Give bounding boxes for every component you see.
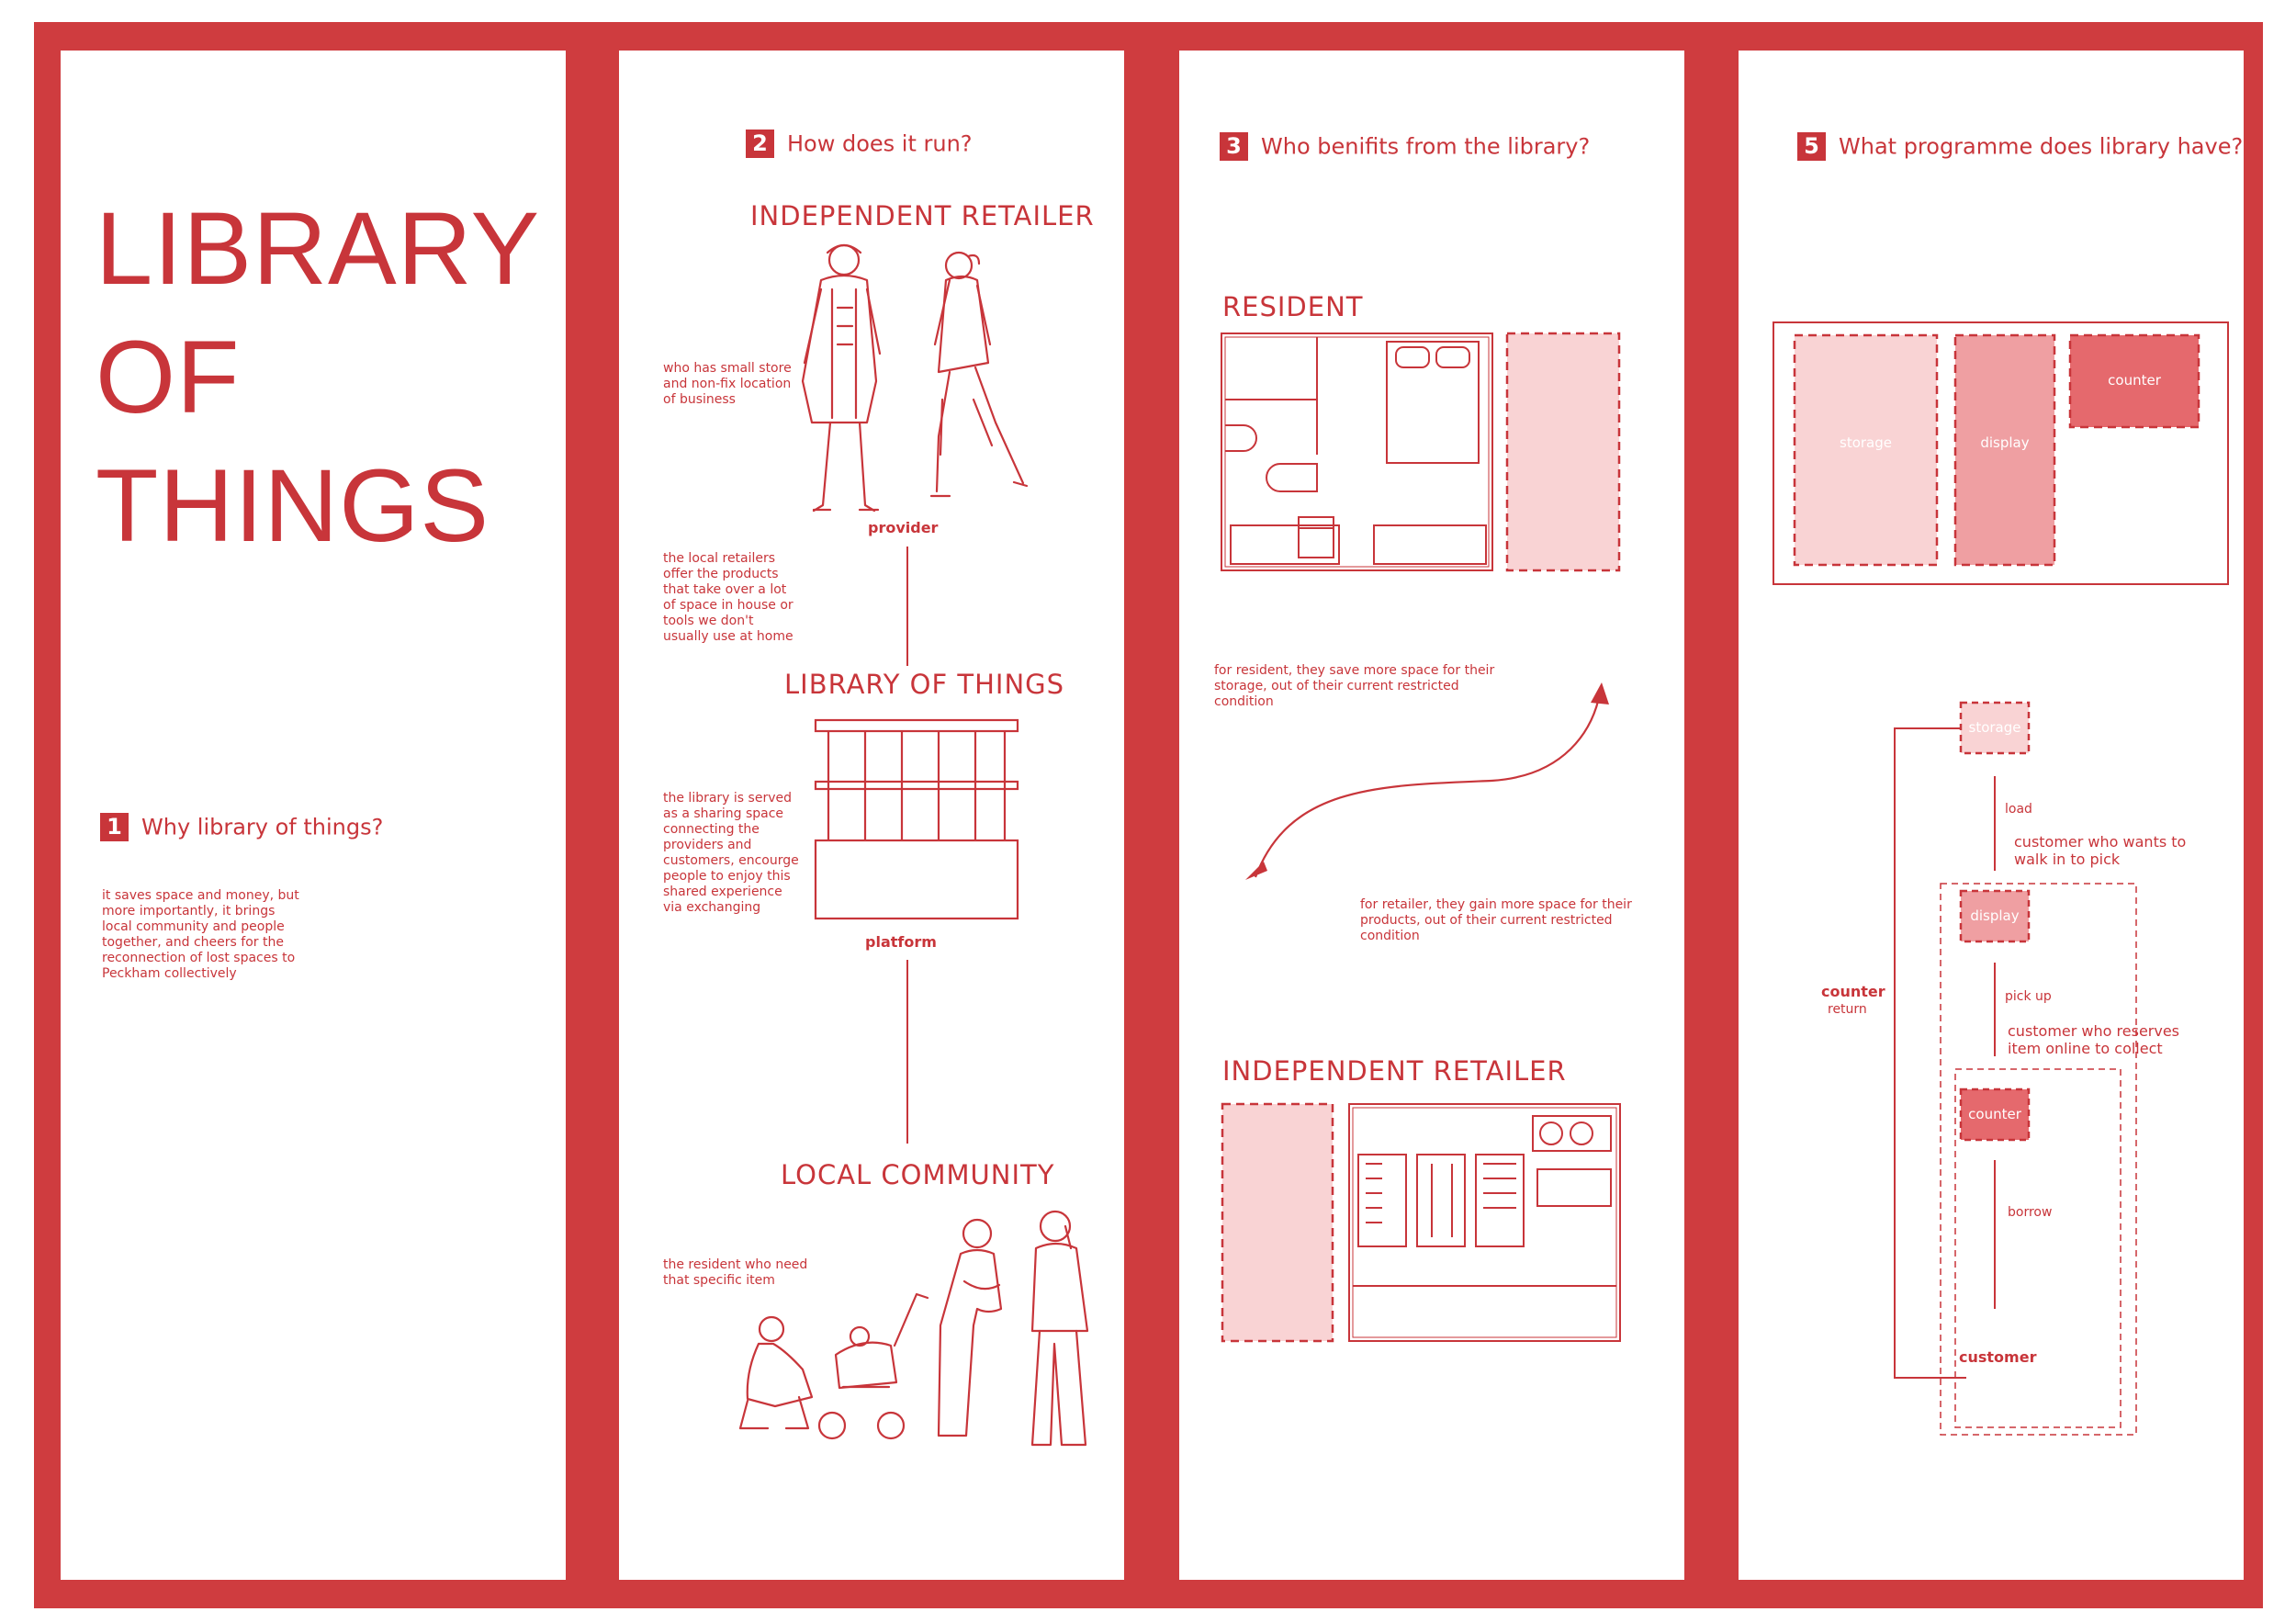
title-line-2: OF	[96, 320, 241, 434]
panel-2-drawings	[738, 243, 1089, 1447]
section-title: Why library of things?	[141, 814, 384, 840]
flow-return-label: return	[1828, 1002, 1867, 1017]
provider-note: the local retailers offer the products t…	[663, 551, 793, 644]
resident-storage-space	[1505, 332, 1621, 572]
resident-floorplan	[1221, 332, 1493, 571]
section-title: How does it run?	[787, 130, 973, 157]
section-5-heading: 5 What programme does library have?	[1797, 132, 2243, 161]
flow-counter-label: counter	[1968, 1106, 2021, 1122]
panel-3-drawings	[1221, 332, 1621, 1343]
panel-who-benefits: 3 Who benifits from the library? RESIDENT	[1179, 51, 1684, 1580]
resident-heading: RESIDENT	[1222, 291, 1364, 322]
plan-counter-label: counter	[2108, 372, 2161, 389]
flow-load-label: load	[2005, 802, 2032, 817]
flow-storage-label: storage	[1968, 719, 2021, 736]
retailer-benefit-note: for retailer, they gain more space for t…	[1360, 897, 1632, 943]
plan-storage-label: storage	[1840, 434, 1892, 451]
library-note: the library is served as a sharing space…	[663, 791, 799, 915]
resident-note: for resident, they save more space for t…	[1214, 663, 1495, 709]
programme-plan-outline	[1773, 321, 2229, 585]
provider-label: provider	[868, 519, 939, 536]
retailer-storage-space	[1221, 1102, 1334, 1343]
plan-storage-zone	[1793, 333, 1939, 567]
flow-customer-label: customer	[1959, 1348, 2037, 1366]
flow-display-label: display	[1970, 907, 2020, 924]
retailer-heading: INDEPENDENT RETAILER	[750, 200, 1095, 231]
section-1-body: it saves space and money, but more impor…	[102, 888, 299, 981]
community-note: the resident who need that specific item	[663, 1257, 808, 1288]
plan-counter-zone	[2068, 333, 2200, 429]
flow-diagram	[1894, 701, 2137, 1436]
exchange-arrow-curve	[1254, 693, 1602, 878]
flow-pickup-label: pick up	[2005, 989, 2052, 1004]
arrow-head-down	[1245, 862, 1267, 880]
section-title: Who benifits from the library?	[1261, 133, 1591, 160]
section-3-heading: 3 Who benifits from the library?	[1220, 132, 1590, 161]
section-2-heading: 2 How does it run?	[746, 130, 973, 158]
section-number-badge: 1	[100, 813, 129, 841]
flow-reserve-note: customer who reserves item online to col…	[2008, 1022, 2180, 1057]
title-line-1: LIBRARY	[96, 191, 541, 306]
retailer-heading: INDEPENDENT RETAILER	[1222, 1055, 1567, 1087]
retailer-note: who has small store and non-fix location…	[663, 361, 792, 407]
flow-return-counter-label: counter	[1821, 983, 1885, 1000]
section-title: What programme does library have?	[1839, 133, 2244, 160]
community-heading: LOCAL COMMUNITY	[781, 1159, 1055, 1190]
flow-borrow-label: borrow	[2008, 1205, 2053, 1220]
platform-label: platform	[865, 933, 937, 951]
library-pavilion-illustration	[814, 718, 1019, 920]
retailer-shop-plan	[1348, 1103, 1621, 1342]
section-number-badge: 2	[746, 130, 774, 158]
panel-programme: 5 What programme does library have? stora…	[1739, 51, 2244, 1580]
flow-walkin-note: customer who wants to walk in to pick	[2014, 833, 2187, 868]
section-number-badge: 5	[1797, 132, 1826, 161]
library-heading: LIBRARY OF THINGS	[784, 669, 1065, 700]
plan-display-zone	[1953, 333, 2056, 567]
panel-how-it-runs: 2 How does it run? INDEPENDENT RETAILER	[619, 51, 1124, 1580]
panel-5-drawings	[1773, 321, 2229, 1436]
plan-display-label: display	[1980, 434, 2030, 451]
arrow-head-up	[1591, 682, 1609, 704]
section-number-badge: 3	[1220, 132, 1248, 161]
title-line-3: THINGS	[96, 448, 490, 563]
panel-title: LIBRARY OF THINGS 1 Why library of things…	[61, 51, 566, 1580]
retailer-figures-illustration	[801, 243, 1029, 513]
community-figures-illustration	[738, 1210, 1089, 1447]
section-1-heading: 1 Why library of things?	[100, 813, 383, 841]
